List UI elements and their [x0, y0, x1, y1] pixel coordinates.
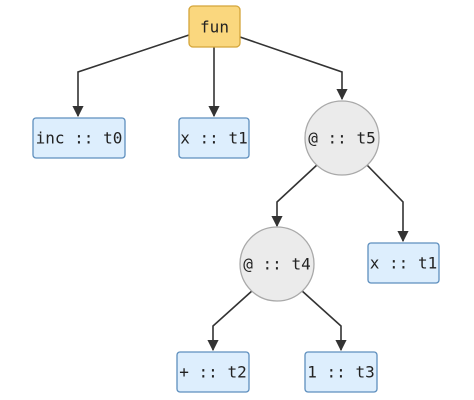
edge-app5-x2: [365, 163, 409, 243]
edge-fun-app5: [239, 36, 348, 101]
node-x1-label: x :: t1: [180, 129, 247, 148]
node-fun-label: fun: [200, 18, 229, 37]
node-app4-label: @ :: t4: [243, 255, 310, 274]
edge-app4-plus: [207, 289, 254, 352]
node-app5-circle: [304, 100, 380, 176]
node-plus-label: + :: t2: [179, 363, 246, 382]
node-x2: x :: t1: [367, 242, 440, 284]
edge-app5-app4: [271, 163, 319, 228]
node-x2-label: x :: t1: [370, 254, 437, 273]
node-fun-box: [188, 5, 241, 48]
node-app4-circle: [239, 226, 315, 302]
node-app4: @ :: t4: [239, 226, 315, 302]
node-one-box: [304, 351, 378, 393]
node-app5-label: @ :: t5: [308, 129, 375, 148]
node-app5: @ :: t5: [304, 100, 380, 176]
edge-app4-one: [300, 289, 347, 352]
node-plus: + :: t2: [176, 351, 250, 393]
node-one-label: 1 :: t3: [307, 363, 374, 382]
node-inc-box: [32, 117, 126, 159]
node-plus-box: [176, 351, 250, 393]
edges: [72, 34, 409, 352]
node-fun: fun: [188, 5, 241, 48]
node-inc-label: inc :: t0: [36, 129, 123, 148]
edge-fun-inc: [72, 34, 190, 118]
node-inc: inc :: t0: [32, 117, 126, 159]
node-x2-box: [367, 242, 440, 284]
node-one: 1 :: t3: [304, 351, 378, 393]
node-x1-box: [178, 117, 250, 159]
node-x1: x :: t1: [178, 117, 250, 159]
